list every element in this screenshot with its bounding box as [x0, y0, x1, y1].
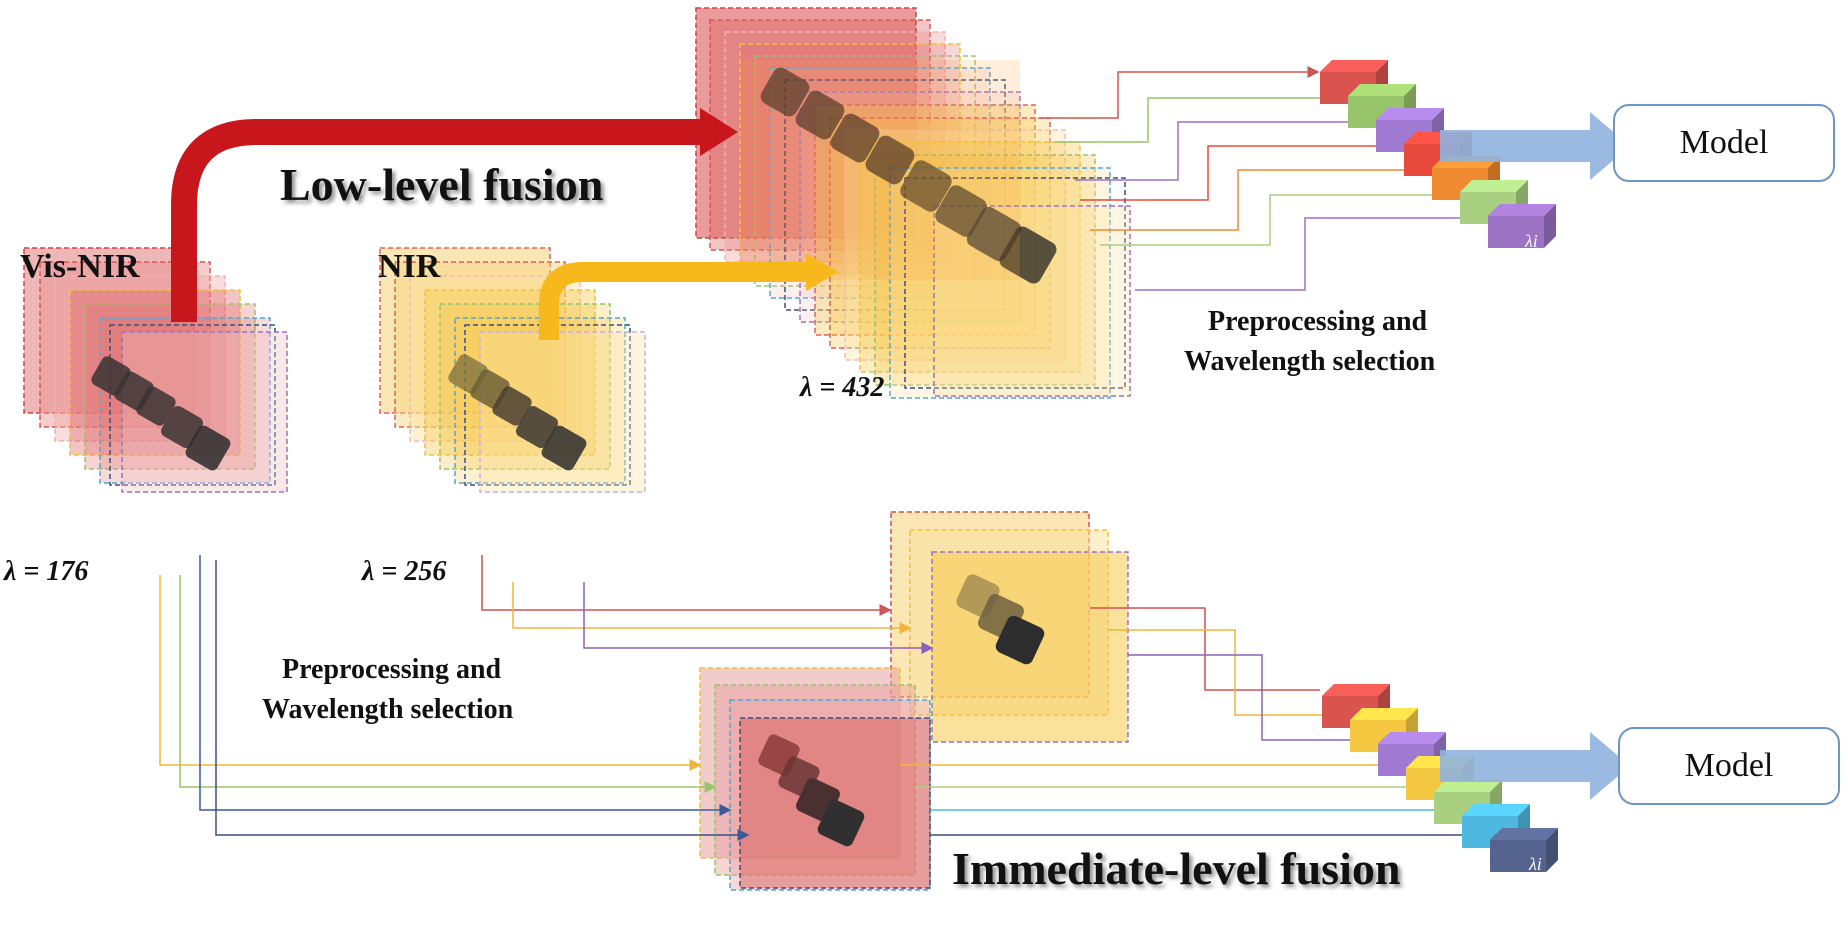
model-box-bottom: Model [1618, 727, 1840, 805]
bottom-wavelength-cubes [1322, 684, 1558, 872]
cube-label-top: λi [1525, 231, 1538, 251]
immediate-level-fusion-title: Immediate-level fusion [952, 843, 1401, 894]
low-level-fusion-arrow [171, 108, 738, 322]
bottom-connectors-nir [481, 555, 1380, 741]
cube-label-bottom: λi [1529, 854, 1542, 874]
vis-nir-stack [23, 247, 288, 493]
nir-stack [379, 247, 646, 493]
nir-lambda: λ = 256 [362, 556, 447, 587]
bottom-model-arrow [1440, 732, 1630, 800]
low-level-fusion-title: Low-level fusion [280, 159, 604, 210]
nir-fusion-arrow [539, 253, 838, 340]
selected-nir-stack [890, 511, 1129, 743]
selected-vis-nir-stack [699, 667, 931, 891]
preprocessing-top-line2: Wavelength selection [1184, 346, 1436, 377]
preprocessing-bottom-line2: Wavelength selection [262, 694, 514, 725]
top-connectors [1040, 66, 1485, 291]
wavelength-cube [1490, 828, 1558, 872]
vis-nir-label: Vis-NIR [20, 248, 140, 285]
wavelength-cube [1488, 204, 1556, 248]
nir-label: NIR [378, 248, 441, 285]
preprocessing-bottom-line1: Preprocessing and [282, 654, 502, 685]
fused-stack [695, 7, 1131, 399]
preprocessing-top-line1: Preprocessing and [1208, 306, 1428, 337]
fused-lambda: λ = 432 [800, 372, 885, 403]
bottom-connectors-vis [159, 555, 1495, 841]
vis-nir-lambda: λ = 176 [4, 556, 89, 587]
model-box-top: Model [1613, 104, 1835, 182]
top-model-arrow [1440, 112, 1630, 180]
